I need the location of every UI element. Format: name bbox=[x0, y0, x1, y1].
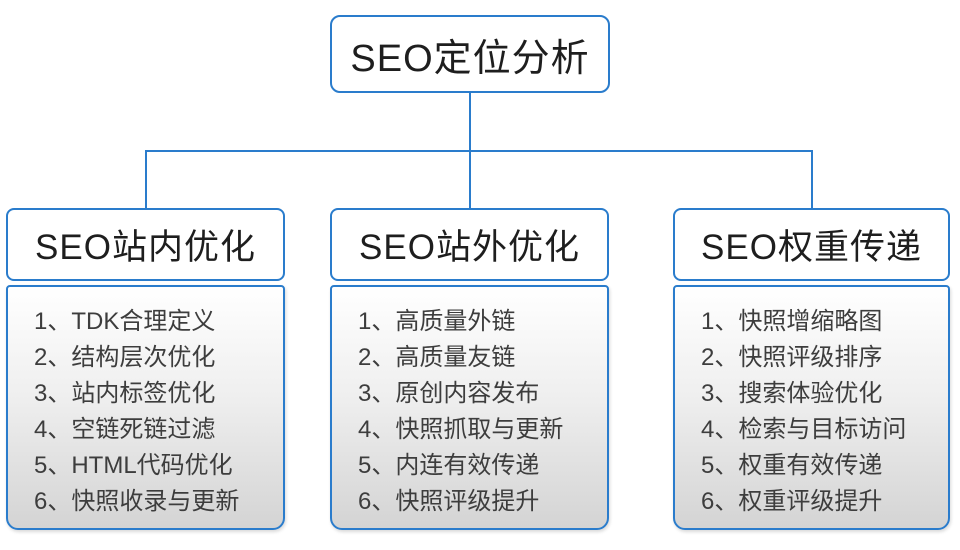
column-title: SEO权重传递 bbox=[701, 228, 922, 267]
list-item: 3、原创内容发布 bbox=[358, 380, 540, 407]
list-item: 3、搜索体验优化 bbox=[701, 380, 883, 407]
list-item: 2、高质量友链 bbox=[358, 344, 516, 371]
connector-drop-right bbox=[811, 150, 813, 208]
list-item: 4、空链死链过滤 bbox=[34, 416, 216, 443]
list-item: 1、快照增缩略图 bbox=[701, 308, 883, 335]
column-list-offsite: 1、高质量外链 2、高质量友链 3、原创内容发布 4、快照抓取与更新 5、内连有… bbox=[330, 285, 609, 530]
list-item: 2、结构层次优化 bbox=[34, 344, 216, 371]
list-item: 5、内连有效传递 bbox=[358, 452, 540, 479]
list-item: 1、TDK合理定义 bbox=[34, 308, 216, 335]
column-header-weight: SEO权重传递 bbox=[673, 208, 950, 281]
connector-root-stem bbox=[469, 92, 471, 152]
list-item: 2、快照评级排序 bbox=[701, 344, 883, 371]
root-node-label: SEO定位分析 bbox=[350, 37, 590, 80]
list-item: 6、快照评级提升 bbox=[358, 488, 540, 515]
root-node: SEO定位分析 bbox=[330, 15, 610, 93]
list-item: 5、权重有效传递 bbox=[701, 452, 883, 479]
column-title: SEO站外优化 bbox=[359, 228, 580, 267]
list-item: 4、快照抓取与更新 bbox=[358, 416, 564, 443]
column-list-weight: 1、快照增缩略图 2、快照评级排序 3、搜索体验优化 4、检索与目标访问 5、权… bbox=[673, 285, 950, 530]
connector-horizontal-bar bbox=[145, 150, 813, 152]
connector-drop-left bbox=[145, 150, 147, 208]
list-item: 1、高质量外链 bbox=[358, 308, 516, 335]
list-item: 3、站内标签优化 bbox=[34, 380, 216, 407]
list-item: 6、快照收录与更新 bbox=[34, 488, 240, 515]
list-item: 4、检索与目标访问 bbox=[701, 416, 907, 443]
connector-drop-middle bbox=[469, 150, 471, 208]
list-item: 5、HTML代码优化 bbox=[34, 452, 233, 479]
column-list-onsite: 1、TDK合理定义 2、结构层次优化 3、站内标签优化 4、空链死链过滤 5、H… bbox=[6, 285, 285, 530]
list-item: 6、权重评级提升 bbox=[701, 488, 883, 515]
column-header-onsite: SEO站内优化 bbox=[6, 208, 285, 281]
column-header-offsite: SEO站外优化 bbox=[330, 208, 609, 281]
column-title: SEO站内优化 bbox=[35, 228, 256, 267]
